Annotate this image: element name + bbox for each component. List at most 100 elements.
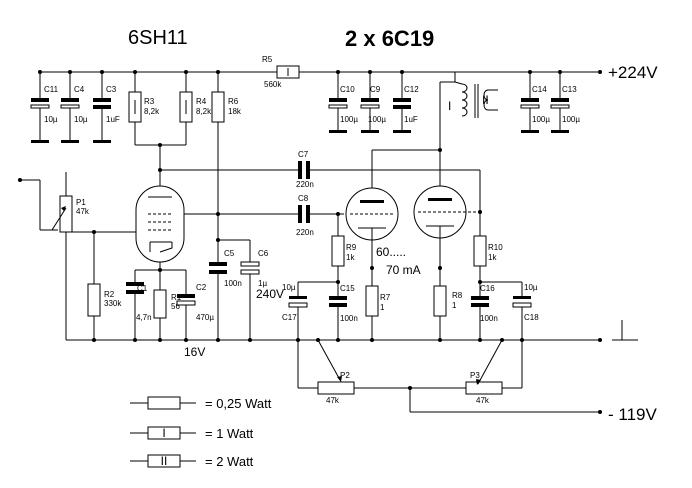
r4-ref: R4: [196, 97, 207, 106]
c16-value: 100n: [480, 314, 498, 323]
r7-resistor: [365, 285, 379, 340]
c9-value: 100µ: [368, 115, 386, 124]
c4-value: 10µ: [74, 115, 88, 124]
bias-current-top: 60.....: [376, 245, 406, 259]
r10-value: 1k: [488, 253, 497, 262]
p2-ref: P2: [340, 371, 350, 380]
c2-capacitor: [176, 270, 196, 340]
c6-value: 1µ: [258, 279, 267, 288]
c9-capacitor: [360, 72, 380, 133]
transformer-primary-label: I: [448, 99, 451, 113]
r3-value: 8,2k: [144, 107, 160, 116]
p3-potentiometer: [410, 339, 522, 395]
p1-value: 47k: [76, 207, 90, 216]
r7-value: 1: [380, 303, 385, 312]
legend-two-watt-text: = 2 Watt: [205, 454, 254, 469]
p1-potentiometer: [20, 172, 140, 340]
legend-quarter-watt-text: = 0,25 Watt: [205, 396, 272, 411]
c3-ref: C3: [106, 85, 117, 94]
r5-value: 560k: [264, 80, 282, 89]
c14-ref: C14: [532, 85, 547, 94]
c15-ref: C15: [340, 284, 355, 293]
c16-capacitor: [471, 282, 489, 340]
c8-ref: C8: [298, 194, 309, 203]
r8-ref: R8: [452, 291, 463, 300]
c5-ref: C5: [224, 249, 235, 258]
6c19-tube-right: [413, 185, 480, 265]
6c19-tube-left: [345, 187, 399, 265]
c6-capacitor: [240, 240, 260, 340]
c4-capacitor: [60, 72, 80, 143]
c12-ref: C12: [404, 85, 419, 94]
output-transformer: [371, 72, 498, 190]
r2-resistor: [87, 232, 101, 340]
c1-value: 4,7n: [136, 313, 152, 322]
r10-ref: R10: [488, 243, 503, 252]
c14-value: 100µ: [532, 115, 550, 124]
c17-value: 10µ: [282, 283, 296, 292]
p3-value: 47k: [476, 396, 490, 405]
c18-capacitor: [512, 282, 532, 388]
negative-terminal: [598, 410, 602, 414]
r6-value: 18k: [228, 107, 242, 116]
r2-value: 330k: [104, 299, 122, 308]
positive-rail: [40, 65, 600, 79]
c13-value: 100µ: [562, 115, 580, 124]
p2-potentiometer: [298, 339, 410, 395]
c16-ref: C16: [480, 284, 495, 293]
c17-capacitor: [288, 282, 308, 388]
r9-value: 1k: [346, 253, 355, 262]
c4-ref: C4: [74, 85, 85, 94]
r9-ref: R9: [346, 243, 357, 252]
c1-capacitor: [126, 270, 144, 340]
c10-value: 100µ: [340, 115, 358, 124]
c18-ref: C18: [524, 313, 539, 322]
c8-value: 220n: [296, 228, 314, 237]
transformer-secondary-label: II: [482, 93, 489, 107]
c2-value: 470µ: [196, 313, 214, 322]
c11-ref: C11: [44, 85, 59, 94]
junction-dots: [38, 70, 562, 390]
c12-capacitor: [393, 72, 411, 133]
c15-capacitor: [329, 282, 347, 340]
legend-row-one-watt: I = 1 Watt: [130, 426, 254, 441]
r1-resistor: [153, 270, 167, 340]
c1-ref: C1: [137, 284, 148, 293]
r2-ref: R2: [104, 290, 115, 299]
r10-resistor: [473, 215, 487, 282]
r1-ref: R1: [171, 293, 182, 302]
r8-resistor: [433, 285, 447, 340]
c7-value: 220n: [296, 180, 314, 189]
r9-resistor: [331, 214, 345, 282]
c7-capacitor: [298, 161, 481, 215]
c11-capacitor: [30, 72, 50, 143]
c3-value: 1uF: [106, 115, 120, 124]
c7-ref: C7: [298, 150, 309, 159]
c17-ref: C17: [282, 313, 297, 322]
output-tubes-title: 2 x 6C19: [345, 26, 434, 51]
c18-value: 10µ: [524, 283, 538, 292]
r1-value: 56: [171, 302, 180, 311]
c14-capacitor: [520, 72, 540, 133]
c10-ref: C10: [340, 85, 355, 94]
positive-terminal: [598, 70, 602, 74]
r7-ref: R7: [380, 293, 391, 302]
6sh11-tube: [135, 185, 218, 263]
input-terminal: [18, 178, 22, 182]
bias-current-bottom: 70 mA: [386, 263, 421, 277]
c3-capacitor: [93, 72, 111, 143]
legend-two-watt-symbol: II: [161, 454, 168, 468]
p1-ref: P1: [76, 198, 86, 207]
r4-value: 8,2k: [196, 107, 212, 116]
r6-resistor: [211, 72, 225, 215]
p2-value: 47k: [326, 396, 340, 405]
c12-value: 1uF: [404, 115, 418, 124]
c5-value: 100n: [224, 279, 242, 288]
negative-rail-label: - 119V: [608, 405, 657, 424]
legend-row-quarter-watt: = 0,25 Watt: [130, 396, 272, 411]
legend-one-watt-symbol: I: [162, 426, 165, 440]
ground-icon: [612, 320, 638, 341]
positive-rail-label: +224V: [608, 63, 658, 82]
